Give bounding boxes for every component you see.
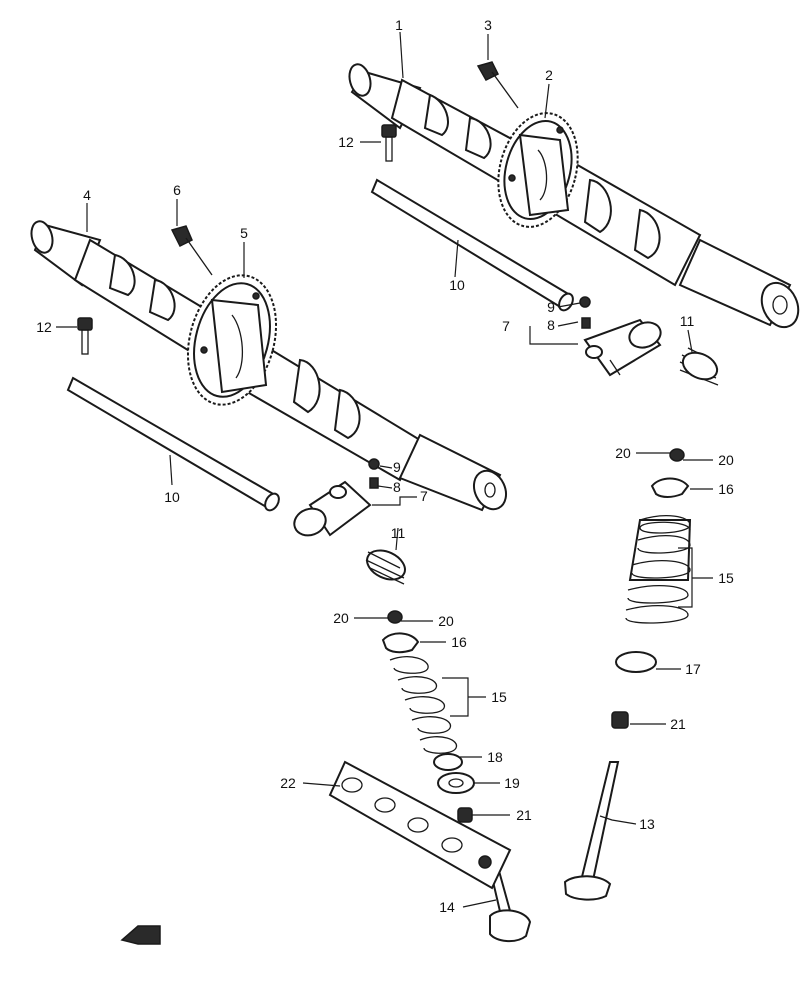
upper-camshaft bbox=[348, 63, 800, 329]
upper-cam-sprocket bbox=[497, 112, 579, 228]
callout-9: 9 bbox=[547, 299, 555, 315]
rocker-shaft-upper bbox=[370, 178, 574, 312]
rocker-arm-lower bbox=[293, 458, 380, 537]
callout-16: 16 bbox=[718, 481, 734, 497]
callout-10: 10 bbox=[449, 277, 465, 293]
callout-15: 15 bbox=[491, 689, 507, 705]
callout-10: 10 bbox=[164, 489, 180, 505]
valve-gasket-plate bbox=[328, 760, 512, 890]
callout-8: 8 bbox=[393, 479, 401, 495]
cap-bolt-upper bbox=[381, 124, 397, 162]
callout-20: 20 bbox=[615, 445, 631, 461]
callout-8: 8 bbox=[547, 317, 555, 333]
valve-assembly-left bbox=[381, 610, 532, 942]
callout-21: 21 bbox=[516, 807, 532, 823]
callout-9: 9 bbox=[393, 459, 401, 475]
callout-11: 11 bbox=[680, 313, 695, 329]
callout-12: 12 bbox=[36, 319, 52, 335]
callout-2: 2 bbox=[545, 67, 553, 83]
callout-21: 21 bbox=[670, 716, 686, 732]
callout-4: 4 bbox=[83, 187, 91, 203]
callout-18: 18 bbox=[487, 749, 503, 765]
rocker-spring-lower bbox=[365, 549, 406, 585]
callout-16: 16 bbox=[451, 634, 467, 650]
callout-15: 15 bbox=[718, 570, 734, 586]
sprocket-bolt-upper bbox=[476, 61, 519, 109]
callout-7: 7 bbox=[502, 318, 510, 334]
valve-assembly-right bbox=[563, 448, 692, 901]
rocker-arm-upper bbox=[579, 296, 662, 377]
callout-13: 13 bbox=[639, 816, 655, 832]
callout-19: 19 bbox=[504, 775, 520, 791]
callout-11: 11 bbox=[391, 525, 406, 541]
callout-7: 7 bbox=[420, 488, 428, 504]
callout-20: 20 bbox=[718, 452, 734, 468]
lower-camshaft bbox=[30, 220, 508, 512]
leader-lines bbox=[56, 31, 713, 908]
callout-17: 17 bbox=[685, 661, 701, 677]
callout-14: 14 bbox=[439, 899, 455, 915]
rocker-spring-upper bbox=[679, 347, 719, 386]
cap-bolt-lower bbox=[77, 317, 93, 355]
callout-6: 6 bbox=[173, 182, 181, 198]
callout-labels: 1 2 3 12 10 4 6 5 12 9 7 8 11 10 9 8 7 1… bbox=[36, 17, 734, 915]
callout-5: 5 bbox=[240, 225, 248, 241]
sprocket-bolt-lower bbox=[170, 225, 213, 276]
rocker-shaft-lower bbox=[66, 376, 280, 512]
callout-20: 20 bbox=[333, 610, 349, 626]
callout-20: 20 bbox=[438, 613, 454, 629]
lower-cam-sprocket bbox=[186, 274, 278, 406]
front-direction-arrow-icon bbox=[120, 925, 161, 945]
callout-12: 12 bbox=[338, 134, 354, 150]
callout-1: 1 bbox=[395, 17, 403, 33]
callout-3: 3 bbox=[484, 17, 492, 33]
callout-22: 22 bbox=[280, 775, 296, 791]
